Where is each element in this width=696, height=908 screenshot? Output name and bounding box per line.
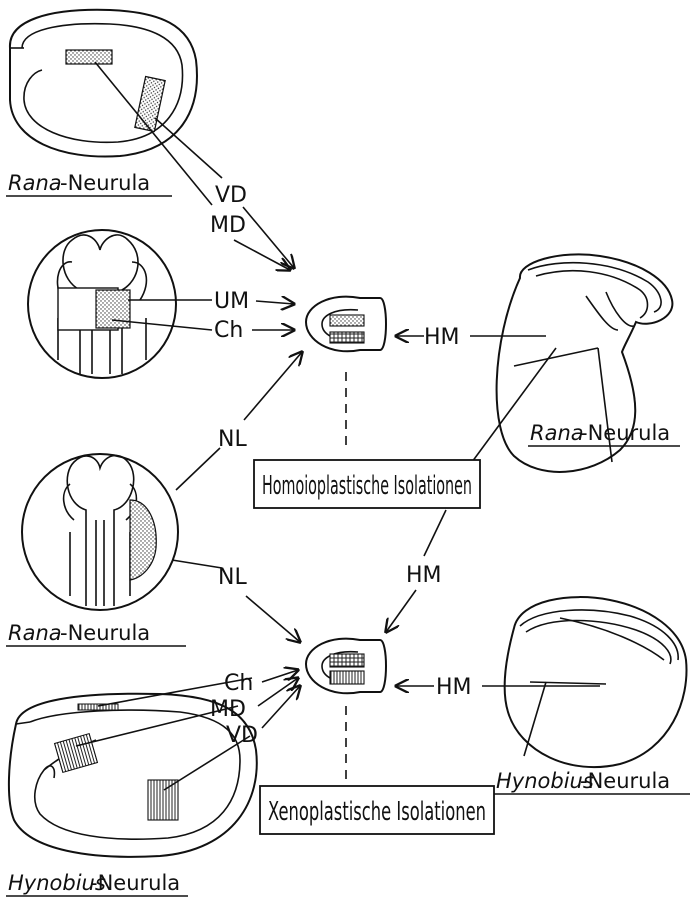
arrow-ch-bottom — [262, 670, 298, 682]
box-homoioplastische: Homoioplastische Isolationen — [254, 460, 480, 508]
label-vd-top: VD — [215, 183, 247, 208]
label-ch-bottom: Ch — [224, 671, 253, 696]
arrow-hm-middle — [386, 590, 416, 632]
line-nl-upper — [176, 448, 220, 490]
label-nl-lower: NL — [218, 565, 247, 590]
label-md-top: MD — [210, 213, 246, 238]
svg-text:Homoioplastische Isolationen: Homoioplastische Isolationen — [262, 471, 472, 501]
arrow-nl-lower — [246, 596, 300, 642]
label-hm-top: HM — [424, 325, 460, 350]
arrow-nl-upper — [244, 352, 302, 420]
svg-text:-Neurula: -Neurula — [60, 621, 150, 645]
svg-text:Xenoplastische Isolationen: Xenoplastische Isolationen — [268, 797, 486, 827]
line-nl-lower — [172, 560, 222, 568]
hynobius-neurula-right — [505, 597, 687, 767]
isolate-homoio — [306, 297, 386, 352]
label-nl-upper: NL — [218, 427, 247, 452]
rana-neurula-dorsal-upper — [28, 230, 176, 378]
svg-text:Rana: Rana — [530, 421, 584, 445]
svg-text:-Neurula: -Neurula — [580, 421, 670, 445]
label-ch-top: Ch — [214, 318, 243, 343]
rana-neurula-top-section — [10, 10, 197, 157]
line-hm-middle — [424, 510, 446, 556]
isolate-xeno — [306, 639, 386, 694]
rana-neurula-dorsal-middle — [22, 454, 178, 610]
label-hm-bottom: HM — [436, 675, 472, 700]
label-vd-bottom: VD — [226, 723, 258, 748]
label-um: UM — [214, 289, 249, 314]
label-hm-middle: HM — [406, 563, 442, 588]
arrow-md-top — [234, 240, 290, 270]
svg-text:Rana: Rana — [8, 171, 62, 195]
arrow-md-bottom — [258, 678, 298, 706]
caption-rana-right: Rana -Neurula — [528, 421, 680, 446]
svg-text:Rana: Rana — [8, 621, 62, 645]
caption-hynobius-bottom: Hynobius -Neurula — [6, 871, 188, 896]
svg-text:-Neurula: -Neurula — [90, 871, 180, 895]
svg-text:-Neurula: -Neurula — [60, 171, 150, 195]
arrow-um — [256, 301, 294, 304]
arrow-vd-bottom — [262, 686, 300, 728]
caption-hynobius-right: Hynobius -Neurula — [492, 769, 690, 794]
box-xenoplastische: Xenoplastische Isolationen — [260, 786, 494, 834]
caption-rana-mid: Rana -Neurula — [6, 621, 186, 646]
caption-rana-top: Rana -Neurula — [6, 171, 172, 196]
label-md-bottom: MD — [210, 697, 246, 722]
svg-text:-Neurula: -Neurula — [580, 769, 670, 793]
